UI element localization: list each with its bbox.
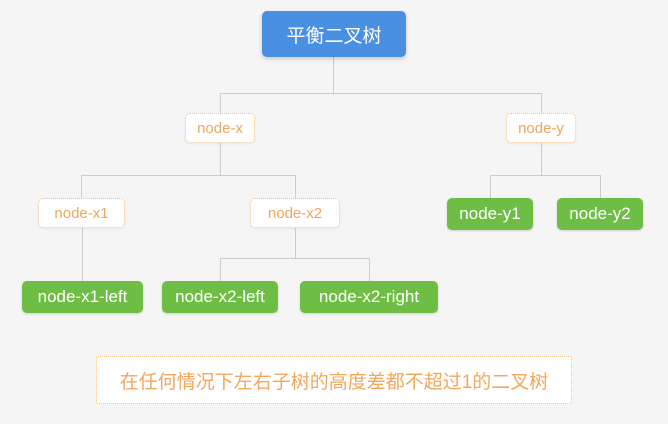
connector-node-x-stem	[220, 143, 221, 175]
tree-node-x2-left: node-x2-left	[162, 281, 278, 313]
connector-to-node-y2	[600, 175, 601, 198]
connector-root-bus	[220, 93, 542, 94]
connector-node-x2-bus	[220, 258, 370, 259]
tree-node-x1: node-x1	[38, 198, 125, 228]
tree-node-x1-left: node-x1-left	[22, 281, 143, 313]
connector-to-node-y1	[490, 175, 491, 198]
connector-node-y-stem	[541, 143, 542, 175]
root-node: 平衡二叉树	[262, 11, 406, 57]
tree-node-y1: node-y1	[447, 198, 533, 230]
connector-node-x2-stem	[295, 228, 296, 258]
connector-to-node-x2	[295, 175, 296, 198]
caption-box: 在任何情况下左右子树的高度差都不超过1的二叉树	[96, 356, 572, 404]
connector-to-node-x1-left	[82, 228, 83, 281]
connector-node-y-bus	[490, 175, 601, 176]
tree-node-x: node-x	[185, 113, 255, 143]
connector-to-node-x2-left	[220, 258, 221, 281]
tree-node-x2-right: node-x2-right	[300, 281, 438, 313]
connector-to-node-x2-right	[369, 258, 370, 281]
connector-node-x-bus	[81, 175, 296, 176]
connector-to-node-x	[220, 93, 221, 113]
tree-node-x2: node-x2	[250, 198, 340, 228]
connector-to-node-y	[541, 93, 542, 113]
connector-to-node-x1	[81, 175, 82, 198]
tree-node-y2: node-y2	[557, 198, 643, 230]
connector-root-stem	[333, 57, 334, 93]
tree-node-y: node-y	[506, 113, 576, 143]
